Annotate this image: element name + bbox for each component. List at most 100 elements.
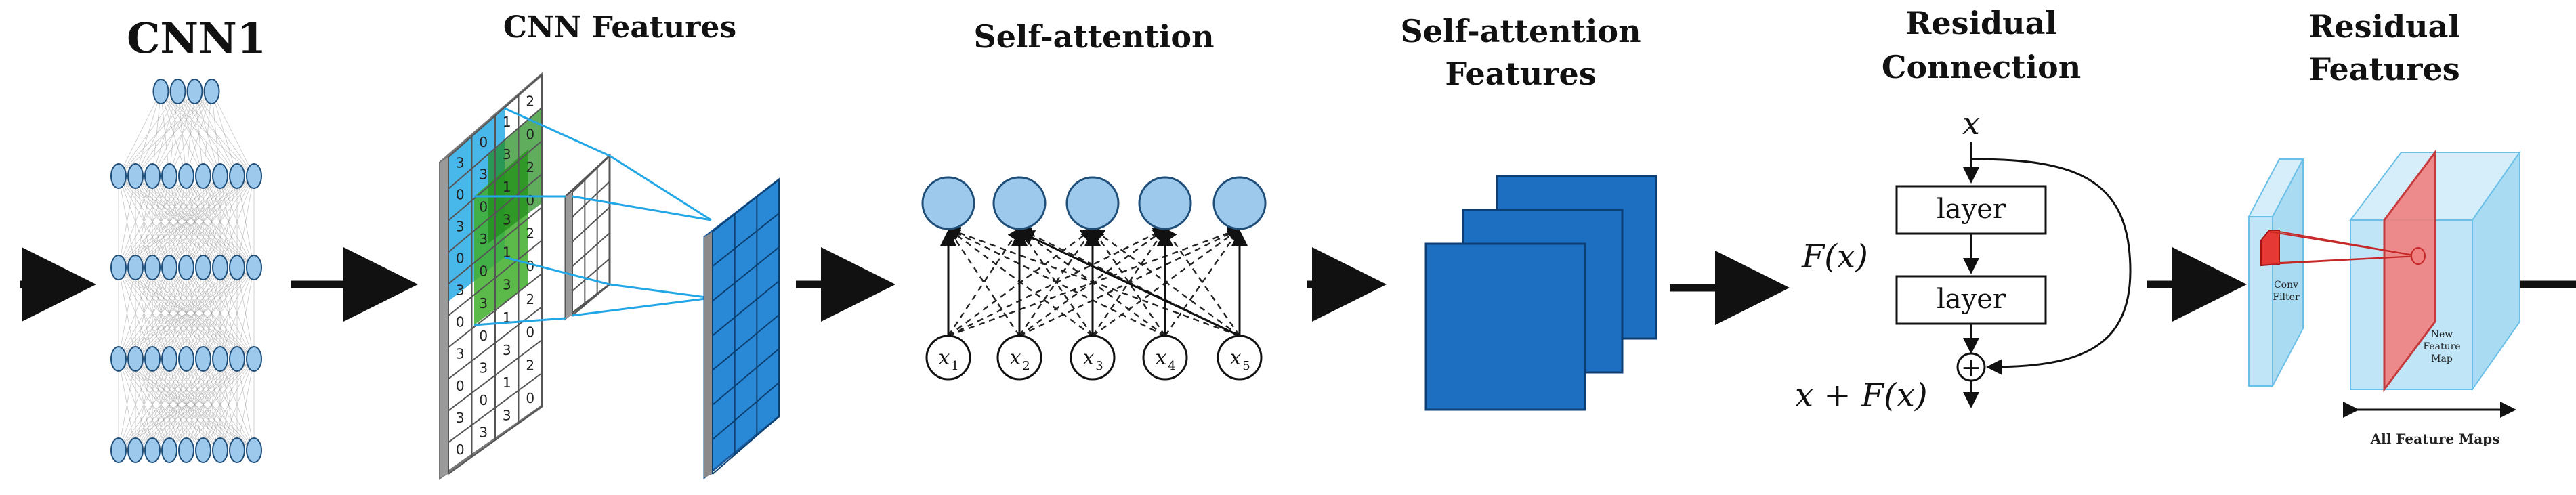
grid-digit: 0 xyxy=(456,251,465,267)
grid-digit: 3 xyxy=(479,360,488,376)
attention-output-node xyxy=(992,176,1047,230)
nn-node xyxy=(229,163,245,189)
attention-input-node xyxy=(1217,335,1263,381)
cnn-features-title: CNN Features xyxy=(503,10,736,45)
input-token-subscript: 1 xyxy=(951,359,958,373)
conv-filter xyxy=(2260,230,2280,267)
input-token-subscript: 2 xyxy=(1022,359,1030,373)
nn-node xyxy=(110,346,127,372)
flow-arrows xyxy=(20,247,2576,325)
grid-digit: 0 xyxy=(526,192,534,209)
grid-digit: 1 xyxy=(503,374,511,391)
layer-box-1-label: layer xyxy=(1937,194,2006,225)
grid-digit: 3 xyxy=(503,146,511,163)
nn-node xyxy=(178,163,194,189)
grid-digit: 2 xyxy=(526,159,534,175)
grid-digit: 3 xyxy=(503,211,511,228)
sum-symbol: + xyxy=(1961,354,1981,382)
grid-digit: 3 xyxy=(456,410,465,426)
nn-node xyxy=(212,437,228,463)
new-map-label-line3: Map xyxy=(2431,353,2453,364)
cnn1-nodes xyxy=(110,79,262,463)
input-token-label: x xyxy=(1156,346,1167,370)
nn-node xyxy=(144,346,161,372)
stage-residual-features: Residual Features Conv Filter xyxy=(2247,8,2521,447)
input-token-subscript: 3 xyxy=(1095,359,1103,373)
attention-input-node xyxy=(1070,335,1116,381)
grid-digit: 3 xyxy=(456,218,465,234)
filter-grid xyxy=(564,153,611,321)
grid-digit: 3 xyxy=(503,342,511,358)
input-token-label: x xyxy=(1230,346,1242,370)
grid-digit: 2 xyxy=(526,291,534,307)
nn-node xyxy=(169,79,186,104)
attention-edges xyxy=(940,226,1248,337)
nn-node xyxy=(152,79,169,104)
grid-digit: 0 xyxy=(479,328,488,344)
grid-digit: 0 xyxy=(526,324,534,341)
grid-digit: 3 xyxy=(503,407,511,423)
nn-node xyxy=(144,437,161,463)
residual-output-label: x + F(x) xyxy=(1795,376,1928,414)
attention-input-node xyxy=(1142,335,1188,381)
residual-connection-title-line2: Connection xyxy=(1882,49,2081,85)
nn-node xyxy=(144,255,161,280)
cnn1-title: CNN1 xyxy=(127,14,266,63)
nn-node xyxy=(203,79,220,104)
grid-digit: 0 xyxy=(479,134,488,150)
nn-node xyxy=(110,437,127,463)
attention-input-node xyxy=(925,335,971,381)
new-feature-map xyxy=(2383,149,2436,393)
output-feature-map xyxy=(703,177,780,480)
input-token-label: x xyxy=(939,346,950,370)
nn-node xyxy=(229,346,245,372)
projection-rays xyxy=(2268,231,2419,265)
input-token-subscript: 5 xyxy=(1242,359,1250,373)
grid-digit: 3 xyxy=(456,346,465,362)
nn-node xyxy=(229,437,245,463)
stage-cnn-features: CNN Features 301203303012033030120330301… xyxy=(439,10,780,480)
feature-map-front xyxy=(1424,242,1586,411)
output-pixel xyxy=(2411,247,2426,265)
residual-features-title-line1: Residual xyxy=(2308,8,2460,45)
grid-digit: 0 xyxy=(456,378,465,394)
grid-digit: 3 xyxy=(479,231,488,247)
input-token-subscript: 4 xyxy=(1168,359,1175,373)
new-map-label-line1: New xyxy=(2431,329,2453,340)
grid-digit: 1 xyxy=(503,179,511,195)
grid-digit: 1 xyxy=(503,244,511,261)
sa-features-title-line2: Features xyxy=(1445,56,1596,92)
grid-digit: 3 xyxy=(479,167,488,183)
conv-filter-label-line2: Filter xyxy=(2273,292,2300,303)
self-attention-title: Self-attention xyxy=(973,18,1214,55)
residual-input-label: x xyxy=(1962,105,1980,142)
nn-node xyxy=(161,163,177,189)
grid-digit: 0 xyxy=(526,126,534,142)
nn-node xyxy=(212,255,228,280)
input-token-label: x xyxy=(1083,346,1095,370)
grid-digit: 0 xyxy=(456,442,465,458)
nn-node xyxy=(195,437,211,463)
nn-node xyxy=(178,437,194,463)
grid-digit: 0 xyxy=(479,198,488,215)
all-feature-maps-label: All Feature Maps xyxy=(2370,431,2500,447)
sa-features-title-line1: Self-attention xyxy=(1400,13,1641,49)
attention-input-node xyxy=(996,335,1042,381)
nn-node xyxy=(246,163,262,189)
nn-node xyxy=(127,163,144,189)
nn-node xyxy=(161,346,177,372)
nn-node xyxy=(161,437,177,463)
stage-residual-connection: Residual Connection x layer layer + F(x)… xyxy=(1795,5,2132,414)
input-token-label: x xyxy=(1010,346,1021,370)
grid-digit: 0 xyxy=(456,186,465,202)
nn-node xyxy=(195,255,211,280)
attention-output-node xyxy=(921,176,975,230)
nn-node xyxy=(110,255,127,280)
attention-output-node xyxy=(1138,176,1192,230)
stage-sa-features: Self-attention Features xyxy=(1400,13,1657,411)
nn-node xyxy=(229,255,245,280)
